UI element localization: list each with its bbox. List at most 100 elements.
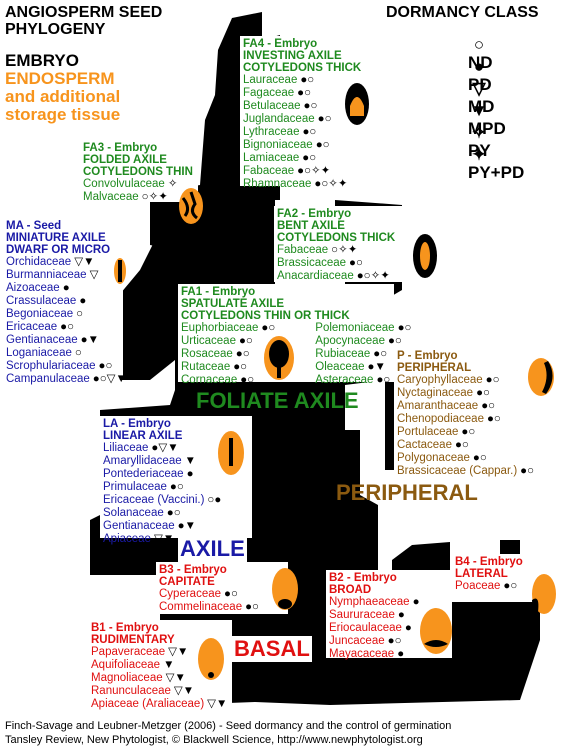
dormancy-symbols: ●○ bbox=[98, 360, 113, 372]
dormancy-symbols: ●▽▼ bbox=[151, 442, 179, 454]
dormancy-symbols: ●○ bbox=[60, 321, 75, 333]
family-row: Orchidaceae▽▼ bbox=[6, 256, 120, 269]
family-name: Orchidaceae bbox=[6, 256, 72, 268]
dormancy-symbols: ●○ bbox=[472, 452, 487, 464]
dormancy-symbols: ●○ bbox=[169, 481, 184, 493]
dormancy-symbols: ●○ bbox=[245, 601, 260, 613]
family-row: Bignoniaceae●○ bbox=[243, 139, 385, 152]
dormancy-symbols: ●○ bbox=[317, 113, 332, 125]
family-name: Amaranthaceae bbox=[397, 400, 479, 412]
dormancy-symbols: ●○ bbox=[520, 465, 535, 477]
legend-label: MD bbox=[468, 97, 495, 116]
family-row: Urticaceae●○ bbox=[181, 335, 275, 348]
family-row: Campanulaceae●○▽▼ bbox=[6, 373, 127, 386]
fa3-seed-icon bbox=[179, 188, 203, 224]
family-name: Nyctaginaceae bbox=[397, 387, 474, 399]
fa4-seed-icon bbox=[345, 83, 369, 125]
family-name: Begoniaceae bbox=[6, 308, 74, 320]
dormancy-symbols: ●○✧✦ bbox=[356, 270, 390, 282]
dormancy-symbols: ●○ bbox=[461, 426, 476, 438]
legend-item: ○ND bbox=[468, 36, 493, 72]
family-row: Cornaceae●○ bbox=[181, 374, 275, 387]
family-row: Magnoliaceae▽▼ bbox=[91, 672, 229, 685]
dormancy-symbols: ●○ bbox=[224, 588, 238, 600]
family-row: Rosaceae●○ bbox=[181, 348, 275, 361]
peripheral-label: PERIPHERAL bbox=[336, 480, 478, 505]
family-name: Ericaceae bbox=[6, 321, 58, 333]
family-row: Fabaceae●○✧✦ bbox=[243, 165, 385, 178]
family-name: Fabaceae bbox=[277, 244, 329, 256]
family-name: Cactaceae bbox=[397, 439, 452, 451]
dormancy-symbols: ●○ bbox=[373, 348, 388, 360]
dormancy-symbols: ● bbox=[397, 648, 405, 660]
legend-item: ▽MD bbox=[468, 80, 494, 116]
family-row: Lamiaceae●○ bbox=[243, 152, 385, 165]
family-row: Oleaceae●▼ bbox=[315, 361, 411, 374]
family-row: Polemoniaceae●○ bbox=[315, 322, 411, 335]
dormancy-symbols: ●○ bbox=[238, 335, 253, 347]
family-row: Caryophyllaceae●○ bbox=[397, 374, 559, 387]
dormancy-symbols: ▽▼ bbox=[153, 533, 175, 545]
family-name: Ranunculaceae bbox=[91, 685, 171, 697]
family-row: Amaryllidaceae▼ bbox=[103, 455, 249, 468]
family-name: Commelinaceae bbox=[159, 601, 243, 613]
family-name: Campanulaceae bbox=[6, 373, 90, 385]
family-row: Eriocaulaceae● bbox=[329, 622, 449, 635]
endosperm-key-line-2: and additional bbox=[5, 87, 121, 106]
b1-seed-icon bbox=[198, 638, 224, 680]
family-row: Scrophulariaceae●○ bbox=[6, 360, 120, 373]
family-name: Urticaceae bbox=[181, 335, 236, 347]
family-name: Papaveraceae bbox=[91, 646, 166, 658]
dormancy-symbols: ▽▼ bbox=[173, 685, 195, 697]
family-row: Rhamnaceae●○✧✦ bbox=[243, 178, 385, 191]
family-name: Convolvulaceae bbox=[83, 178, 165, 190]
family-name: Crassulaceae bbox=[6, 295, 77, 307]
embryo-key-label: EMBRYO bbox=[5, 51, 79, 70]
b3-seed-icon bbox=[272, 568, 298, 610]
dormancy-symbols: ●○ bbox=[303, 100, 318, 112]
family-row: Poaceae●○ bbox=[455, 580, 557, 593]
family-name: Juncaceae bbox=[329, 635, 385, 647]
family-row: Brassicaceae●○ bbox=[277, 257, 413, 270]
family-name: Amaryllidaceae bbox=[103, 455, 182, 467]
ma-title: MA - Seed MINIATURE AXILE DWARF OR MICRO bbox=[6, 220, 111, 256]
family-name: Oleaceae bbox=[315, 361, 365, 373]
ma-group: MA - Seed MINIATURE AXILE DWARF OR MICRO… bbox=[3, 218, 127, 385]
dormancy-symbols: ●○ bbox=[233, 361, 248, 373]
dormancy-symbols: ●○ bbox=[235, 348, 250, 360]
family-row: Fabaceae○✧✦ bbox=[277, 244, 413, 257]
dormancy-symbols: ✧ bbox=[167, 178, 178, 190]
family-name: Rubiaceae bbox=[315, 348, 371, 360]
b4-seed-icon bbox=[532, 574, 556, 614]
family-name: Portulaceae bbox=[397, 426, 459, 438]
family-name: Lamiaceae bbox=[243, 152, 300, 164]
family-row: Betulaceae●○ bbox=[243, 100, 385, 113]
family-row: Polygonaceae●○ bbox=[397, 452, 559, 465]
dormancy-symbols: ●▼ bbox=[177, 520, 196, 532]
citation-line-2: Tansley Review, New Phytologist, © Black… bbox=[5, 734, 423, 746]
p-title: P - Embryo PERIPHERAL bbox=[397, 350, 472, 374]
family-name: Caryophyllaceae bbox=[397, 374, 483, 386]
dormancy-symbols: ●○ bbox=[481, 400, 496, 412]
family-row: Apiaceae (Araliaceae)▽▼ bbox=[91, 698, 229, 711]
family-row: Ericaceae●○ bbox=[6, 321, 120, 334]
dormancy-symbols: ● bbox=[397, 609, 405, 621]
family-name: Aizoaceae bbox=[6, 282, 60, 294]
family-row: Aizoaceae● bbox=[6, 282, 120, 295]
legend-item: ●PD bbox=[468, 58, 492, 94]
family-name: Chenopodiaceae bbox=[397, 413, 484, 425]
family-name: Apocynaceae bbox=[315, 335, 385, 347]
legend-label: PD bbox=[468, 75, 492, 94]
title-line-2: PHYLOGENY bbox=[5, 21, 106, 38]
family-name: Burmanniaceae bbox=[6, 269, 87, 281]
fa1-group: FA1 - Embryo SPATULATE AXILE COTYLEDONS … bbox=[178, 284, 411, 386]
open-triangle-icon: ▽ bbox=[472, 79, 486, 98]
dormancy-symbols: ●○ bbox=[297, 87, 312, 99]
family-name: Primulaceae bbox=[103, 481, 167, 493]
family-row: Burmanniaceae▽ bbox=[6, 269, 120, 282]
dormancy-symbols: ● bbox=[186, 468, 194, 480]
dormancy-symbols: ●○ bbox=[261, 322, 276, 334]
legend-item: ✦PY+PD bbox=[468, 146, 524, 182]
fa1-title: FA1 - Embryo SPATULATE AXILE COTYLEDONS … bbox=[181, 286, 350, 322]
family-name: Asteraceae bbox=[315, 374, 374, 386]
